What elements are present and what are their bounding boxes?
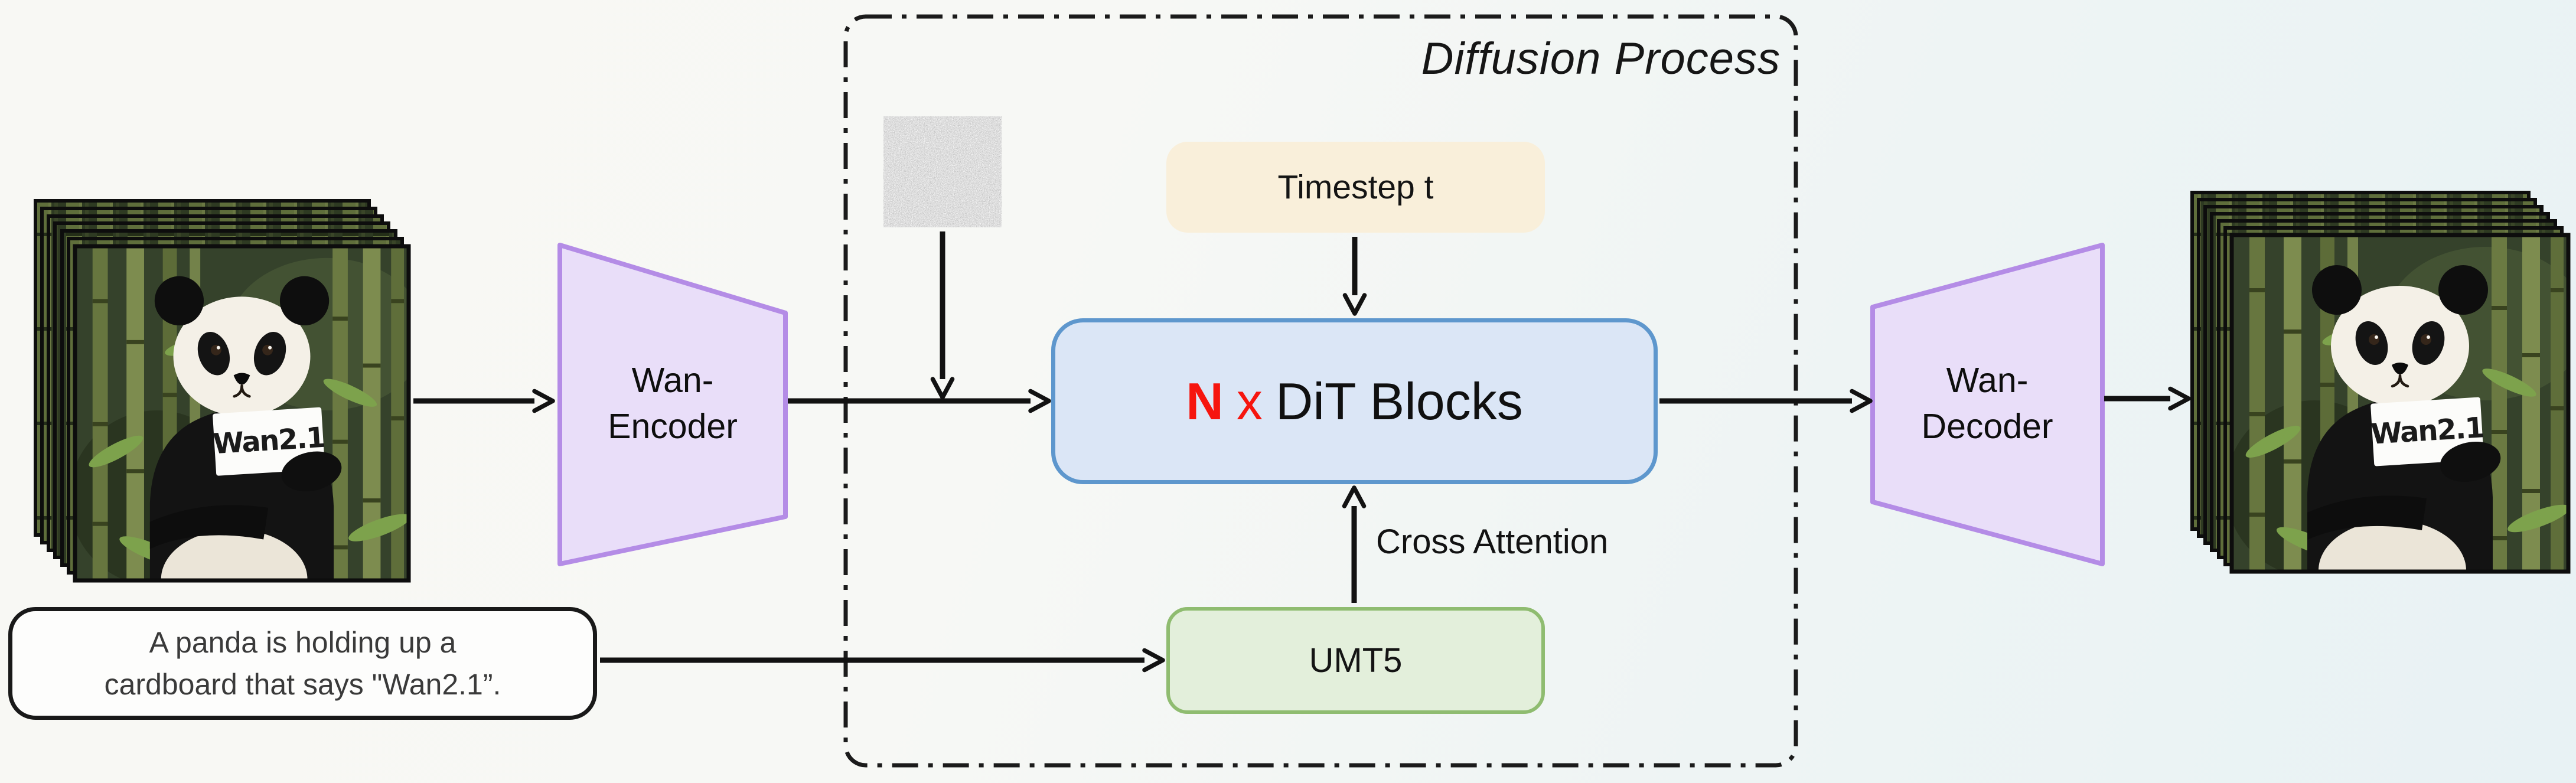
dit-times-symbol: x [1236, 371, 1263, 430]
wan-decoder-line-2: Decoder [1921, 406, 2053, 446]
prompt-line-1: A panda is holding up a [149, 625, 456, 659]
timestep-box: Timestep t [1166, 142, 1545, 233]
wan-decoder-line-1: Wan- [1946, 361, 2029, 400]
diffusion-process-region [843, 14, 1798, 768]
prompt-text-box: A panda is holding up a cardboard that s… [8, 607, 597, 720]
dit-n-count: N [1186, 371, 1224, 430]
diffusion-process-title: Diffusion Process [1421, 34, 1781, 84]
dit-blocks-label: DiT Blocks [1275, 371, 1523, 430]
wan-decoder-shape [1870, 243, 2105, 566]
input-panda-frame [69, 246, 426, 629]
wan-encoder-line-1: Wan- [631, 361, 714, 400]
umt5-box: UMT5 [1166, 607, 1545, 714]
wan-encoder-shape [557, 243, 788, 566]
noise-latent-image [883, 116, 1002, 227]
dit-blocks-box: N x DiT Blocks [1051, 318, 1658, 484]
output-video-stack [2190, 191, 2576, 621]
input-video-stack [34, 199, 426, 629]
umt5-label: UMT5 [1309, 641, 1403, 680]
timestep-label: Timestep t [1277, 168, 1434, 206]
wan-decoder-label: Wan- Decoder [1873, 358, 2101, 450]
cross-attention-label: Cross Attention [1376, 523, 1609, 561]
wan-encoder-line-2: Encoder [608, 406, 738, 446]
output-panda-frame [2226, 235, 2576, 621]
flow-arrows [413, 231, 2191, 673]
prompt-line-2: cardboard that says "Wan2.1”. [104, 667, 501, 701]
wan-encoder-label: Wan- Encoder [559, 358, 787, 450]
